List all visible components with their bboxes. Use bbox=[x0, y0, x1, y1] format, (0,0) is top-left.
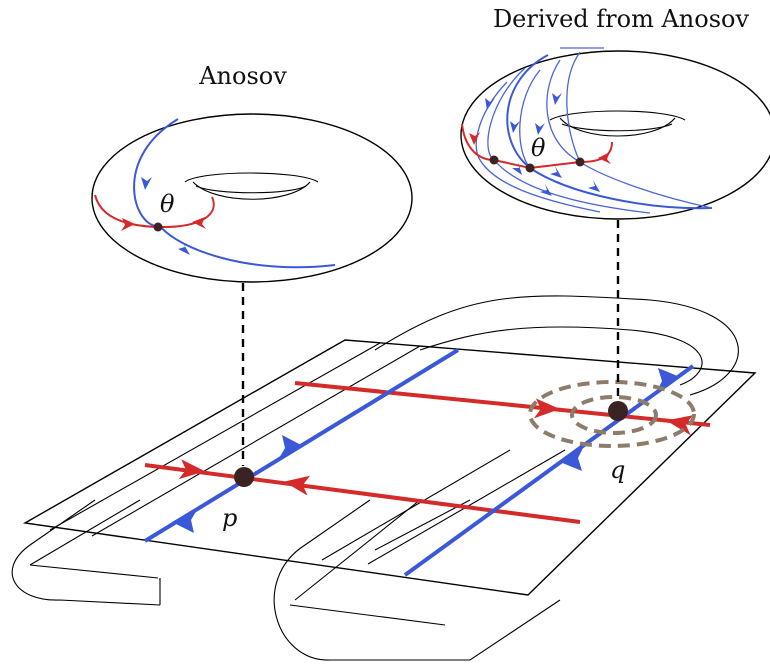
da-torus-hole-lower bbox=[559, 117, 676, 137]
mid-tube-inner bbox=[294, 499, 421, 601]
unstable-arrow-p-down bbox=[172, 508, 198, 533]
neighborhood-ring-outer bbox=[528, 380, 696, 448]
strip-line-3 bbox=[321, 449, 511, 561]
anosov-stable-arrow-left bbox=[121, 218, 135, 231]
da-unstable-arrow-g bbox=[540, 184, 552, 196]
da-stable-arrow-right bbox=[598, 152, 611, 164]
da-unstable-arrow-b bbox=[535, 123, 545, 135]
point-p-label: p bbox=[222, 504, 237, 532]
da-unstable-2 bbox=[475, 81, 601, 213]
da-torus-outline bbox=[460, 50, 770, 220]
da-torus-hole-upper bbox=[549, 110, 686, 121]
strip-line-1 bbox=[49, 342, 381, 531]
stable-arrow-q-right bbox=[666, 415, 693, 436]
unstable-arrow-q-down bbox=[560, 446, 584, 471]
stable-arrow-p-right bbox=[284, 475, 310, 496]
fixed-point-p bbox=[234, 467, 254, 487]
da-unstable-arrow-f bbox=[550, 166, 562, 178]
da-unstable-5 bbox=[566, 51, 581, 163]
anosov-torus-hole-upper bbox=[184, 172, 319, 183]
left-tube-outer bbox=[11, 499, 161, 606]
da-title: Derived from Anosov bbox=[493, 5, 750, 33]
unstable-arrow-p-up bbox=[278, 435, 303, 460]
da-unstable-arrow-c bbox=[485, 98, 495, 110]
strip-line-2 bbox=[91, 345, 421, 537]
anosov-torus-outline bbox=[91, 113, 413, 283]
anosov-theta-label: θ bbox=[160, 190, 175, 218]
da-fixed-point-right bbox=[575, 157, 585, 167]
da-torus-hole-rim bbox=[561, 123, 673, 132]
foliations bbox=[143, 348, 711, 577]
da-unstable-4 bbox=[546, 59, 713, 209]
anosov-unstable-arrow-down bbox=[178, 241, 190, 255]
anosov-torus: θ bbox=[91, 113, 413, 283]
anosov-stable-arrow-right bbox=[192, 217, 206, 229]
point-q-label: q bbox=[610, 456, 625, 484]
mid-tube-outer bbox=[273, 499, 561, 661]
da-unstable-1 bbox=[487, 67, 651, 214]
da-theta-label: θ bbox=[531, 134, 546, 162]
left-tube-inner bbox=[29, 499, 141, 566]
fixed-point-q bbox=[608, 401, 628, 421]
back-loop-outer bbox=[374, 295, 739, 396]
da-stable-arrow-left bbox=[469, 132, 480, 145]
strip-line-5 bbox=[374, 499, 471, 551]
anosov-fixed-point bbox=[153, 222, 163, 232]
stable-line-q bbox=[294, 381, 711, 427]
mid-tube-seam bbox=[289, 604, 446, 626]
flat-sheet bbox=[22, 339, 757, 596]
back-loop-inner bbox=[419, 326, 703, 386]
stable-arrow-q-left bbox=[533, 398, 560, 419]
stable-arrow-p-left bbox=[178, 459, 205, 480]
stable-line-p bbox=[144, 463, 581, 524]
da-unstable-arrow-e bbox=[512, 162, 522, 175]
anosov-title: Anosov bbox=[198, 62, 287, 90]
da-fixed-point-left bbox=[489, 155, 499, 165]
anosov-torus-hole-rim bbox=[195, 185, 307, 194]
da-unstable-arrow-d bbox=[552, 93, 562, 105]
anosov-unstable-arrow-up bbox=[141, 177, 152, 190]
left-tube-seam bbox=[29, 564, 159, 579]
da-fixed-point-center bbox=[525, 163, 535, 173]
da-unstable-3 bbox=[519, 69, 541, 169]
da-unstable-arrow-a bbox=[510, 121, 520, 133]
da-torus: θ bbox=[460, 47, 770, 220]
surface-with-tubes bbox=[11, 295, 757, 661]
da-unstable-arrow-h bbox=[588, 180, 600, 192]
neighborhood-ring-inner bbox=[570, 395, 658, 435]
